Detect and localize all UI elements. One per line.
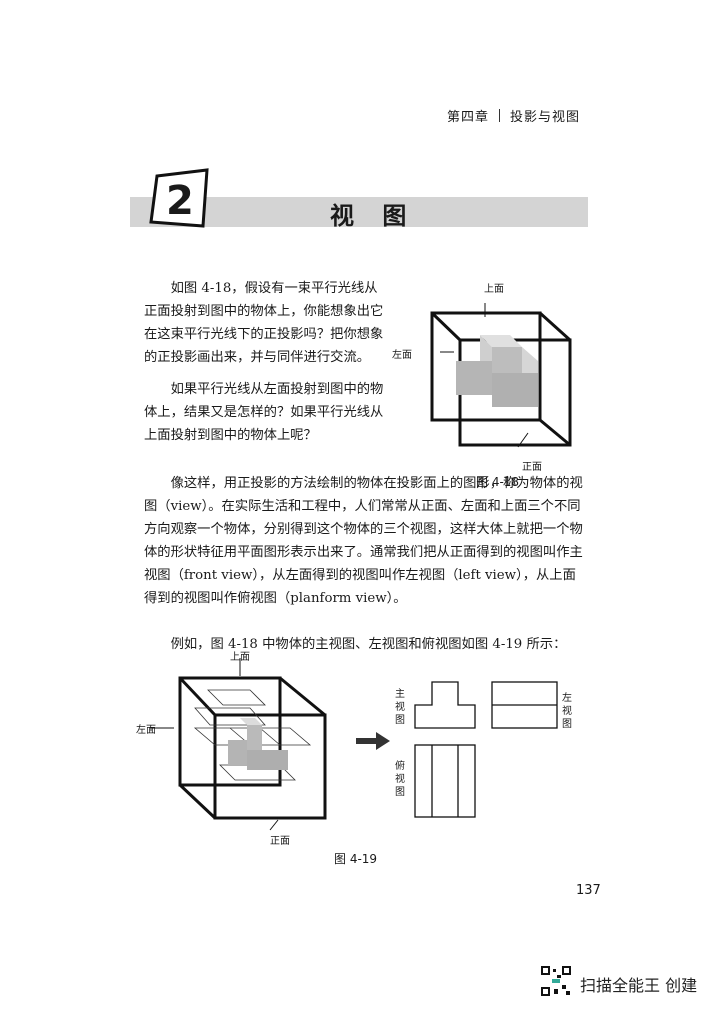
qr-code-icon (540, 965, 572, 997)
fig18-left-label: 左面 (392, 350, 412, 361)
watermark-text: 扫描全能王 创建 (580, 976, 698, 995)
fig19-caption: 图 4-19 (334, 852, 378, 866)
right-arrow-icon (356, 732, 390, 750)
paragraph-1: 如图 4-18，假设有一束平行光线从正面投射到图中的物体上，你能想象出它在这束平… (144, 281, 384, 365)
section-number-frame (149, 168, 209, 228)
paragraph-4: 例如，图 4-18 中物体的主视图、左视图和俯视图如图 4-19 所示： (170, 637, 567, 652)
left-view-label: 左视图 (562, 693, 572, 730)
fig18-caption: 图 4-18 (476, 475, 520, 489)
fig19-left-label: 左面 (136, 725, 156, 736)
fig18-top-label: 上面 (484, 284, 504, 295)
section-heading-band (130, 197, 588, 227)
main-view-outline (414, 681, 476, 729)
main-view-label: 主视图 (395, 689, 405, 726)
chapter-number: 第四章 (446, 110, 489, 125)
fig19-top-label: 上面 (230, 652, 250, 663)
section-number: 2 (166, 178, 194, 224)
page-number: 137 (576, 883, 601, 898)
fig18-front-label: 正面 (522, 462, 542, 473)
paragraph-2: 如果平行光线从左面投射到图中的物体上，结果又是怎样的？如果平行光线从上面投射到图… (144, 382, 384, 443)
figure-4-19-isometric (150, 658, 327, 831)
chapter-title: 投影与视图 (509, 110, 580, 125)
header-divider (498, 109, 500, 122)
top-view-outline (414, 744, 476, 818)
fig19-front-label: 正面 (270, 836, 290, 847)
figure-4-18 (430, 303, 572, 448)
top-view-label: 俯视图 (395, 761, 405, 798)
paragraph-3: 像这样，用正投影的方法绘制的物体在投影面上的图形，称为物体的视图（view）。在… (144, 476, 583, 606)
running-header: 第四章 投影与视图 (447, 106, 580, 125)
figure-4-19-three-views (414, 681, 558, 818)
section-title: 视 图 (330, 201, 417, 230)
